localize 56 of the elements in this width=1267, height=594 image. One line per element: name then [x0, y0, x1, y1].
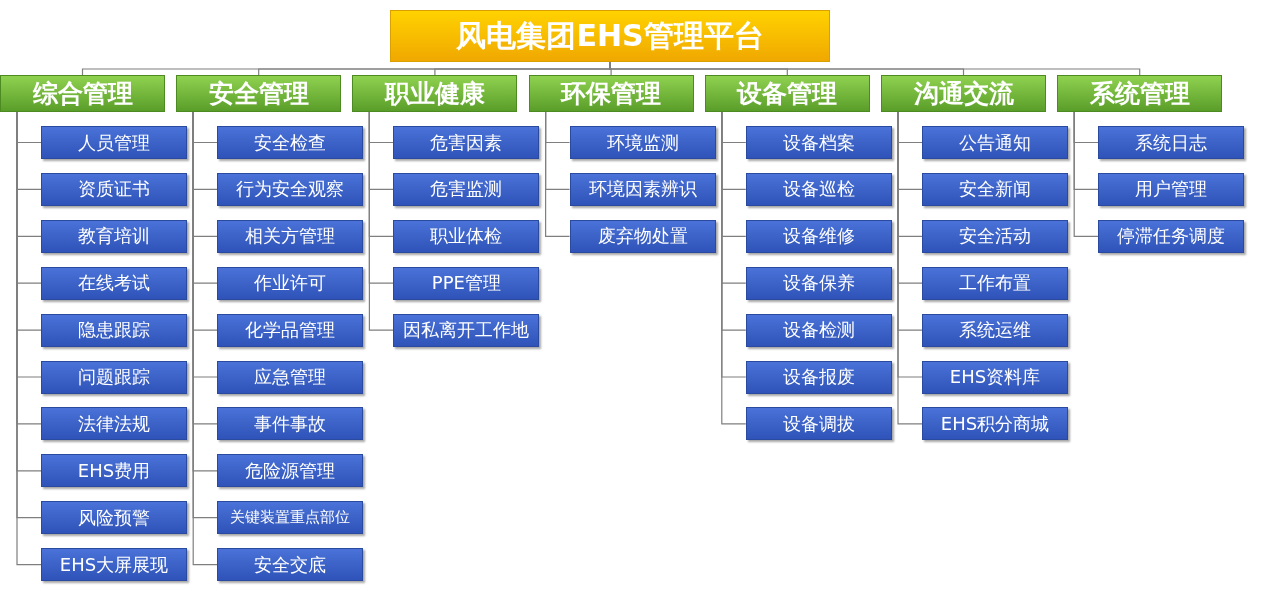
module-box: 在线考试 — [41, 266, 187, 300]
module-box: 问题跟踪 — [41, 360, 187, 394]
title-box: 风电集团EHS管理平台 — [390, 10, 830, 62]
module-box: 设备检测 — [745, 313, 892, 347]
module-box: 职业体检 — [393, 219, 540, 253]
module-box: 因私离开工作地 — [393, 313, 540, 347]
category-box: 设备管理 — [704, 75, 870, 112]
module-box: EHS费用 — [41, 454, 187, 488]
module-box: 安全交底 — [217, 548, 364, 582]
module-box: 隐患跟踪 — [41, 313, 187, 347]
category-box: 综合管理 — [0, 75, 165, 112]
module-box: 作业许可 — [217, 266, 364, 300]
category-box: 沟通交流 — [881, 75, 1046, 112]
module-box: EHS资料库 — [922, 360, 1068, 394]
module-box: 系统日志 — [1098, 126, 1245, 159]
module-box: 危害监测 — [393, 172, 540, 206]
module-box: 安全活动 — [922, 219, 1068, 253]
module-box: 废弃物处置 — [569, 219, 716, 253]
module-box: 安全检查 — [217, 126, 364, 159]
connector-line — [368, 111, 394, 331]
module-box: PPE管理 — [393, 266, 540, 300]
module-box: 教育培训 — [41, 219, 187, 253]
module-box: 停滞任务调度 — [1098, 219, 1245, 253]
connector-line — [545, 111, 571, 237]
module-box: 设备保养 — [745, 266, 892, 300]
module-box: 用户管理 — [1098, 172, 1245, 206]
module-box: 工作布置 — [922, 266, 1068, 300]
module-box: 应急管理 — [217, 360, 364, 394]
module-box: 公告通知 — [922, 126, 1068, 159]
module-box: EHS积分商城 — [922, 407, 1068, 441]
module-box: 风险预警 — [41, 501, 187, 535]
module-box: 化学品管理 — [217, 313, 364, 347]
module-box: 危害因素 — [393, 126, 540, 159]
module-box: 关键装置重点部位 — [217, 501, 364, 535]
connector-line — [1073, 111, 1099, 237]
category-box: 职业健康 — [352, 75, 518, 112]
category-box: 系统管理 — [1057, 75, 1223, 112]
module-box: 相关方管理 — [217, 219, 364, 253]
module-box: 环境监测 — [569, 126, 716, 159]
module-box: EHS大屏展现 — [41, 548, 187, 582]
module-box: 行为安全观察 — [217, 172, 364, 206]
module-box: 设备调拔 — [745, 407, 892, 441]
category-box: 安全管理 — [176, 75, 342, 112]
module-box: 设备档案 — [745, 126, 892, 159]
module-box: 人员管理 — [41, 126, 187, 159]
module-box: 法律法规 — [41, 407, 187, 441]
module-box: 设备维修 — [745, 219, 892, 253]
module-box: 设备巡检 — [745, 172, 892, 206]
module-box: 系统运维 — [922, 313, 1068, 347]
module-box: 危险源管理 — [217, 454, 364, 488]
module-box: 事件事故 — [217, 407, 364, 441]
category-box: 环保管理 — [528, 75, 694, 112]
module-box: 环境因素辨识 — [569, 172, 716, 206]
module-box: 资质证书 — [41, 172, 187, 206]
module-box: 安全新闻 — [922, 172, 1068, 206]
module-box: 设备报废 — [745, 360, 892, 394]
